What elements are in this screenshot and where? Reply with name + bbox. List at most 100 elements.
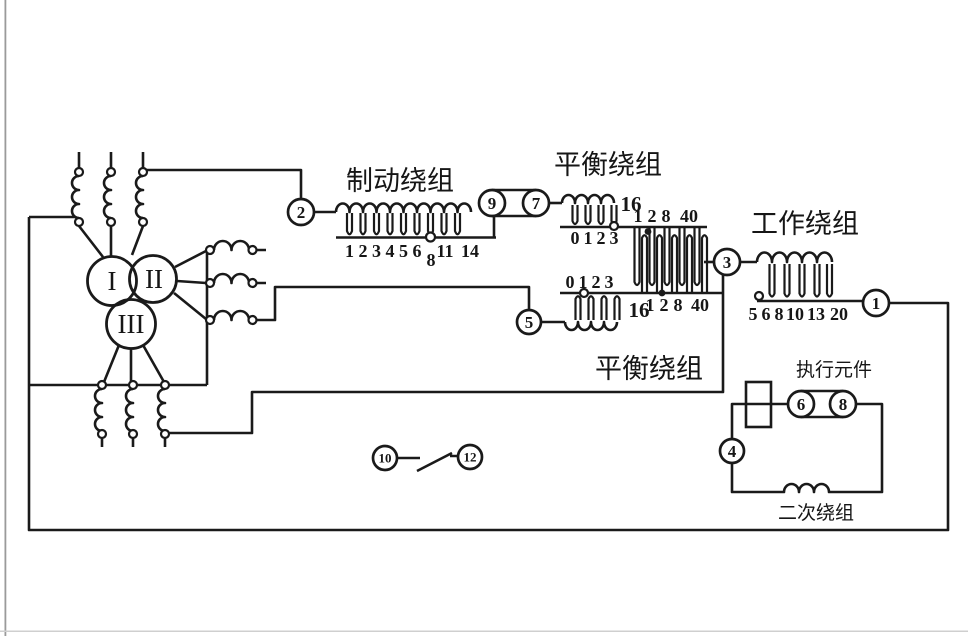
coil-terminal-node <box>105 216 117 228</box>
terminal-5: 5 <box>515 308 543 336</box>
coil-terminal-node <box>73 166 85 178</box>
coil-terminal-node <box>204 244 216 256</box>
center-bottom-tap-labels: 1 2 8 40 <box>646 295 710 315</box>
terminal-label: 8 <box>839 395 848 414</box>
tap-label: 8 <box>662 206 671 226</box>
terminal-label: 3 <box>723 253 732 272</box>
coil-terminal-node <box>159 379 171 391</box>
terminal-10: 10 <box>371 444 399 472</box>
terminal-7: 7 <box>521 188 551 218</box>
tap-label: 1 <box>579 272 588 292</box>
outer-loop-wire <box>27 217 950 532</box>
core3-bottom-coils <box>93 344 171 447</box>
page-edge-bottom <box>0 630 968 632</box>
tap-label: 3 <box>610 228 619 248</box>
tap-label: 1 <box>584 228 593 248</box>
outer-wiring <box>27 168 950 532</box>
terminal-label: 10 <box>379 451 392 466</box>
tap-label: 1 <box>634 206 643 226</box>
knife-switch <box>397 451 458 473</box>
primary-coil-1 <box>70 152 105 258</box>
core-label-3: III <box>118 309 145 339</box>
coil-terminal-node <box>159 428 171 440</box>
coil-terminal-node <box>105 166 117 178</box>
terminals: 2 9 7 5 3 1 4 6 <box>286 188 891 472</box>
working-coil <box>755 251 834 264</box>
tap-label: 2 <box>648 206 657 226</box>
terminal-8: 8 <box>828 389 858 419</box>
tap-label: 2 <box>660 295 669 315</box>
coil-terminal-node <box>127 379 139 391</box>
terminal-6: 6 <box>786 389 816 419</box>
balance-bottom-tap-leads <box>574 295 621 320</box>
balance-winding-bottom: 0 1 2 3 16 平衡绕组 <box>541 272 703 384</box>
tap-label: 2 <box>359 241 368 261</box>
coil-terminal-node <box>247 277 258 289</box>
tap-label: 5 <box>749 304 758 324</box>
coil-terminal-node <box>73 216 85 228</box>
primary-coils-top <box>70 152 149 258</box>
primary-coil-3 <box>130 152 145 256</box>
tap-label: 13 <box>807 304 825 324</box>
center-tap-block: 1 2 8 40 1 2 8 40 <box>560 206 723 315</box>
coil-terminal-node <box>96 428 108 440</box>
core-label-2: II <box>145 264 163 294</box>
braking-winding-label: 制动绕组 <box>346 166 454 196</box>
core-circle-3 <box>105 298 157 350</box>
secondary-loop-wire <box>730 402 884 494</box>
terminal-12: 12 <box>456 443 484 471</box>
center-coils-up <box>640 234 709 293</box>
braking-tap-bus <box>336 216 496 239</box>
tap-label: 0 <box>571 228 580 248</box>
balance-top-coil <box>560 193 616 205</box>
balance-bottom-turns-label: 16 <box>629 298 650 322</box>
coil-terminal-node <box>137 166 149 178</box>
actuator-label: 执行元件 <box>796 359 872 381</box>
terminal-label: 1 <box>872 294 881 313</box>
tap-label: 14 <box>461 241 479 261</box>
braking-selected-tap-node <box>424 231 437 243</box>
terminal-2: 2 <box>286 197 316 227</box>
tap-label: 6 <box>762 304 771 324</box>
terminal-label: 5 <box>525 313 534 332</box>
tap-label: 20 <box>830 304 848 324</box>
terminal-3: 3 <box>712 247 742 277</box>
tap-label: 10 <box>786 304 804 324</box>
tap-label: 11 <box>436 241 453 261</box>
core2-coil-2 <box>212 272 266 285</box>
terminal-label: 4 <box>728 442 737 461</box>
coil-terminal-node <box>127 428 139 440</box>
tap-label: 1 <box>646 295 655 315</box>
actuator-resistor-box <box>744 380 773 429</box>
coil-terminal-node <box>137 216 149 228</box>
balance-bottom-tap-labels: 0 1 2 3 <box>566 272 614 292</box>
coil-terminal-node <box>204 314 216 326</box>
balance-top-tap-labels: 0 1 2 3 <box>571 228 619 248</box>
center-top-tap-labels: 1 2 8 40 <box>634 206 699 226</box>
tap-label: 6 <box>413 241 422 261</box>
balance-bottom-coil <box>563 320 619 332</box>
tap-label: 8 <box>427 250 436 270</box>
terminal3-to-core3-wire <box>169 274 725 435</box>
terminal-label: 7 <box>532 194 541 213</box>
tap-label: 8 <box>674 295 683 315</box>
balance-top-tap-leads <box>571 205 618 226</box>
braking-winding: 制动绕组 1 2 3 4 5 6 8 11 14 <box>314 166 496 270</box>
core-label-1: I <box>108 266 117 296</box>
terminal-1: 1 <box>861 288 891 318</box>
tap-label: 2 <box>592 272 601 292</box>
braking-coil <box>334 202 473 214</box>
connector-9-7-pill <box>492 188 536 218</box>
tap-label: 3 <box>605 272 614 292</box>
center-bottom-tap-dot <box>658 289 666 297</box>
tap-label: 5 <box>399 241 408 261</box>
connector-6-8-pill <box>801 389 843 419</box>
core-assembly: I II III <box>70 152 531 447</box>
actuator-circuit: 执行元件 二次绕组 <box>730 359 884 524</box>
balance-winding-top: 平衡绕组 0 1 2 3 16 <box>492 150 707 248</box>
working-winding: 工作绕组 5 6 8 10 13 20 <box>740 209 863 324</box>
braking-tap-leads <box>345 213 462 236</box>
tap-label: 4 <box>386 241 395 261</box>
tap-label: 40 <box>691 295 709 315</box>
